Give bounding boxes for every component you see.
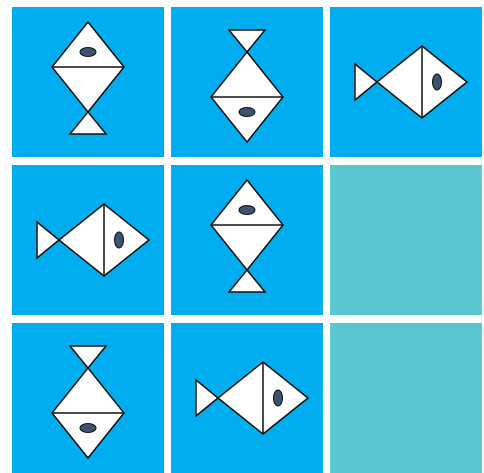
fish-tail bbox=[196, 380, 218, 416]
fish-tile[interactable] bbox=[12, 323, 164, 473]
fish-icon bbox=[52, 346, 124, 458]
fish-icon bbox=[211, 30, 283, 142]
fish-tail bbox=[37, 222, 59, 258]
fish-tail bbox=[70, 112, 106, 134]
fish-icon bbox=[211, 180, 283, 292]
fish-tile[interactable] bbox=[12, 7, 164, 157]
fish-graphic bbox=[12, 323, 164, 473]
fish-icon bbox=[52, 22, 124, 134]
fish-eye bbox=[433, 74, 442, 90]
fish-eye bbox=[80, 48, 96, 57]
fish-graphic bbox=[171, 323, 323, 473]
fish-graphic bbox=[12, 7, 164, 157]
fish-tile[interactable] bbox=[330, 7, 482, 157]
empty-slot[interactable] bbox=[330, 323, 482, 473]
fish-eye bbox=[274, 390, 283, 406]
fish-eye bbox=[239, 108, 255, 117]
fish-tail bbox=[70, 346, 106, 368]
fish-tile[interactable] bbox=[171, 7, 323, 157]
fish-eye bbox=[239, 206, 255, 215]
fish-eye bbox=[80, 424, 96, 433]
fish-graphic bbox=[12, 165, 164, 315]
fish-tail bbox=[229, 30, 265, 52]
fish-eye bbox=[115, 232, 124, 248]
fish-graphic bbox=[330, 7, 482, 157]
fish-graphic bbox=[171, 7, 323, 157]
fish-tile[interactable] bbox=[171, 323, 323, 473]
empty-slot[interactable] bbox=[330, 165, 482, 315]
fish-tail bbox=[229, 270, 265, 292]
fish-tile[interactable] bbox=[171, 165, 323, 315]
fish-icon bbox=[196, 362, 308, 434]
fish-icon bbox=[355, 46, 467, 118]
fish-tail bbox=[355, 64, 377, 100]
fish-icon bbox=[37, 204, 149, 276]
fish-tile[interactable] bbox=[12, 165, 164, 315]
fish-graphic bbox=[171, 165, 323, 315]
